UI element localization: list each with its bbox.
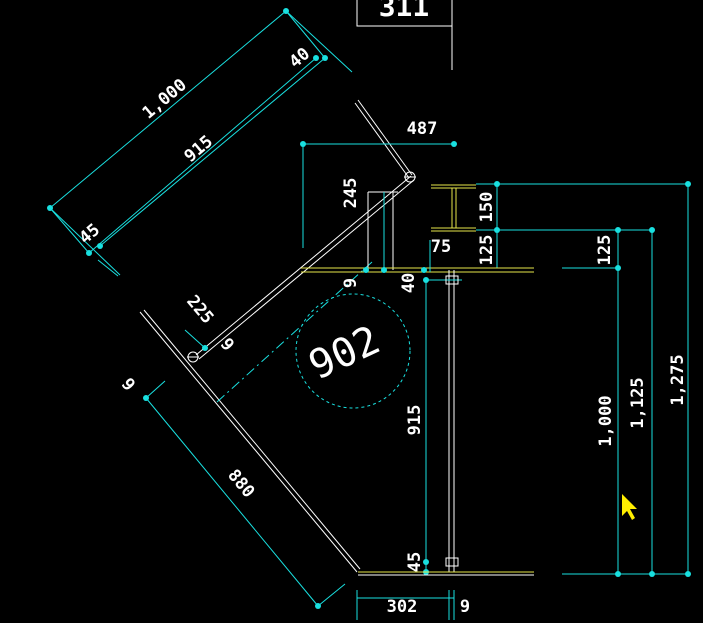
dim-125-a: 125 — [477, 235, 497, 266]
bottom-plate: 302 9 — [356, 571, 534, 620]
dim-915-diagonal: 915 — [181, 132, 217, 167]
diagonal-dimension-group: 1,000 40 915 45 — [47, 8, 353, 277]
vertical-post: 915 45 — [405, 270, 462, 575]
dim-125-b: 125 — [595, 235, 615, 266]
title-block-label: 311 — [379, 0, 430, 23]
dim-880: 880 — [223, 466, 258, 502]
bolt-upper-icon — [404, 171, 416, 183]
bolt-post-top-icon — [445, 275, 459, 285]
dim-40-mid: 40 — [399, 273, 419, 293]
right-dimension-group: 1,000 1,125 1,275 — [562, 184, 691, 577]
dim-9-lower: 9 — [117, 374, 139, 395]
dim-487-group: 487 — [300, 119, 457, 248]
bolt-post-bottom-icon — [445, 557, 459, 567]
dim-9-top: 9 — [341, 278, 361, 288]
dim-9-brace: 9 — [216, 334, 238, 355]
dim-40-top: 40 — [286, 44, 315, 72]
title-block: 311 — [356, 0, 453, 70]
dim-915-vertical: 915 — [405, 405, 425, 436]
dim-225: 225 — [182, 292, 217, 328]
dim-1125: 1,125 — [628, 377, 648, 428]
arrow-cursor-icon — [622, 494, 637, 520]
dim-75: 75 — [431, 237, 451, 257]
dim-150: 150 — [477, 192, 497, 223]
bolt-lower-icon — [187, 351, 199, 363]
top-plate: 9 40 — [301, 240, 534, 293]
dim-1000-diagonal: 1,000 — [139, 75, 191, 123]
dim-487: 487 — [407, 119, 438, 139]
balloon-label: 902 — [302, 317, 387, 389]
dim-45-bottom: 45 — [405, 552, 425, 572]
dim-1000-vertical: 1,000 — [596, 395, 616, 446]
dim-9-bottom: 9 — [460, 597, 470, 617]
balloon-902[interactable]: 902 — [295, 293, 411, 409]
brace-upper: 225 9 — [182, 99, 416, 363]
dim-302: 302 — [387, 597, 418, 617]
beam-section: 245 150 125 125 75 — [341, 178, 691, 270]
dim-1275: 1,275 — [668, 354, 688, 405]
dim-245: 245 — [341, 178, 361, 209]
